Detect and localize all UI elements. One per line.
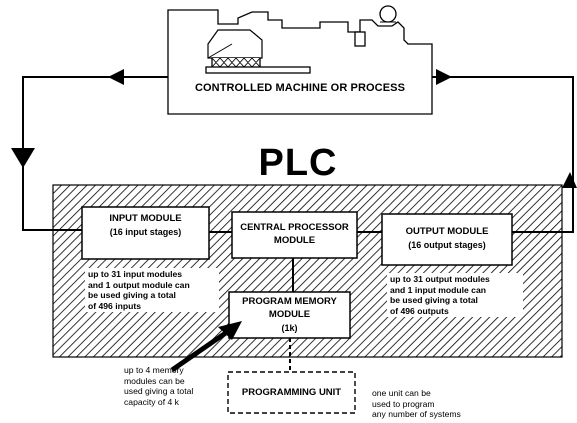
input-module-box	[81, 206, 210, 260]
input-module-note: up to 31 input modules and 1 output modu…	[85, 268, 219, 313]
memory-module-title: PROGRAM MEMORY	[242, 296, 337, 307]
memory-note-line: used giving a total	[124, 386, 194, 397]
input-note-line: be used giving a total	[88, 290, 176, 301]
input-module-title: INPUT MODULE	[109, 213, 182, 224]
output-note-line: up to 31 output modules	[390, 274, 490, 284]
memory-module-subtitle: (1k)	[281, 323, 298, 333]
input-note-line: up to 31 input modules	[88, 269, 183, 279]
output-note-line: be used giving a total	[390, 295, 478, 306]
memory-pointer-arrow-icon	[170, 321, 242, 373]
cpu-module-title: CENTRAL PROCESSOR	[240, 222, 349, 233]
output-module-box	[381, 213, 513, 266]
output-module-subtitle: (16 output stages)	[408, 240, 486, 250]
programming-unit-box	[227, 371, 356, 414]
right-top-arrow-icon	[436, 69, 452, 85]
left-down-arrow-icon	[11, 148, 35, 168]
output-module-title: OUTPUT MODULE	[405, 226, 489, 237]
machine-icon	[167, 5, 433, 115]
cpu-module-box	[231, 211, 358, 259]
programming-unit-note: one unit can be used to program any numb…	[372, 388, 492, 420]
memory-note-line: up to 4 memory	[124, 365, 184, 375]
machine-label: CONTROLLED MACHINE OR PROCESS	[194, 82, 406, 94]
output-module-note: up to 31 output modules and 1 input modu…	[387, 273, 523, 318]
left-top-arrow-icon	[108, 69, 124, 85]
programming-unit-label: PROGRAMMING UNIT	[241, 387, 342, 398]
input-note-line: and 1 output module can	[88, 279, 190, 290]
memory-note-line: modules can be	[124, 375, 185, 386]
input-module-subtitle: (16 input stages)	[109, 227, 182, 237]
plc-title: PLC	[258, 142, 338, 184]
programming-note-line: one unit can be	[372, 388, 431, 398]
memory-module-note: up to 4 memory modules can be used givin…	[124, 365, 234, 407]
memory-note-line: capacity of 4 k	[124, 396, 179, 407]
memory-module-title-2: MODULE	[268, 309, 311, 320]
programming-note-line: used to program	[372, 398, 435, 409]
input-note-line: of 496 inputs	[88, 300, 142, 311]
right-up-arrow-icon	[562, 172, 577, 188]
programming-note-line: any number of systems	[372, 409, 461, 420]
output-note-line: and 1 input module can	[390, 284, 486, 295]
cpu-module-title-2: MODULE	[273, 235, 316, 246]
output-note-line: of 496 outputs	[390, 305, 449, 316]
